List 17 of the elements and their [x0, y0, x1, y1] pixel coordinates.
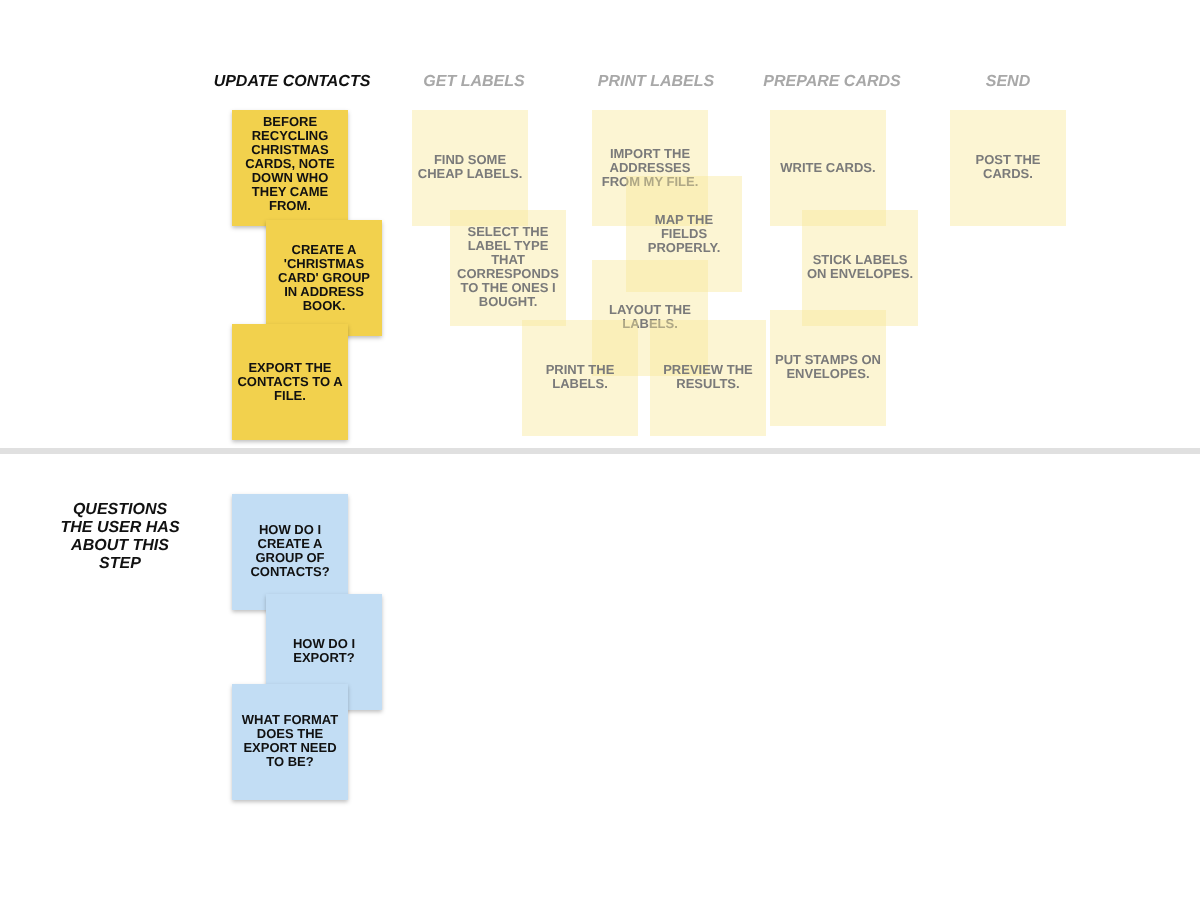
- sticky-note: [450, 210, 566, 326]
- sticky-note: [950, 110, 1066, 226]
- sticky-note: [232, 684, 348, 800]
- column-heading: PRINT LABELS: [597, 72, 715, 90]
- column-heading: PREPARE CARDS: [763, 72, 901, 90]
- row-heading: QUESTIONS THE USER HAS ABOUT THIS STEP: [60, 500, 180, 572]
- sticky-note: [232, 110, 348, 226]
- column-heading: GET LABELS: [423, 72, 525, 90]
- sticky-note: [802, 210, 918, 326]
- column-heading: SEND: [985, 72, 1031, 90]
- sticky-note: [232, 494, 348, 610]
- sticky-note: [770, 310, 886, 426]
- sticky-note: [770, 110, 886, 226]
- column-heading: UPDATE CONTACTS: [213, 72, 371, 90]
- sticky-note: [412, 110, 528, 226]
- sticky-note: [232, 324, 348, 440]
- sticky-note: [266, 220, 382, 336]
